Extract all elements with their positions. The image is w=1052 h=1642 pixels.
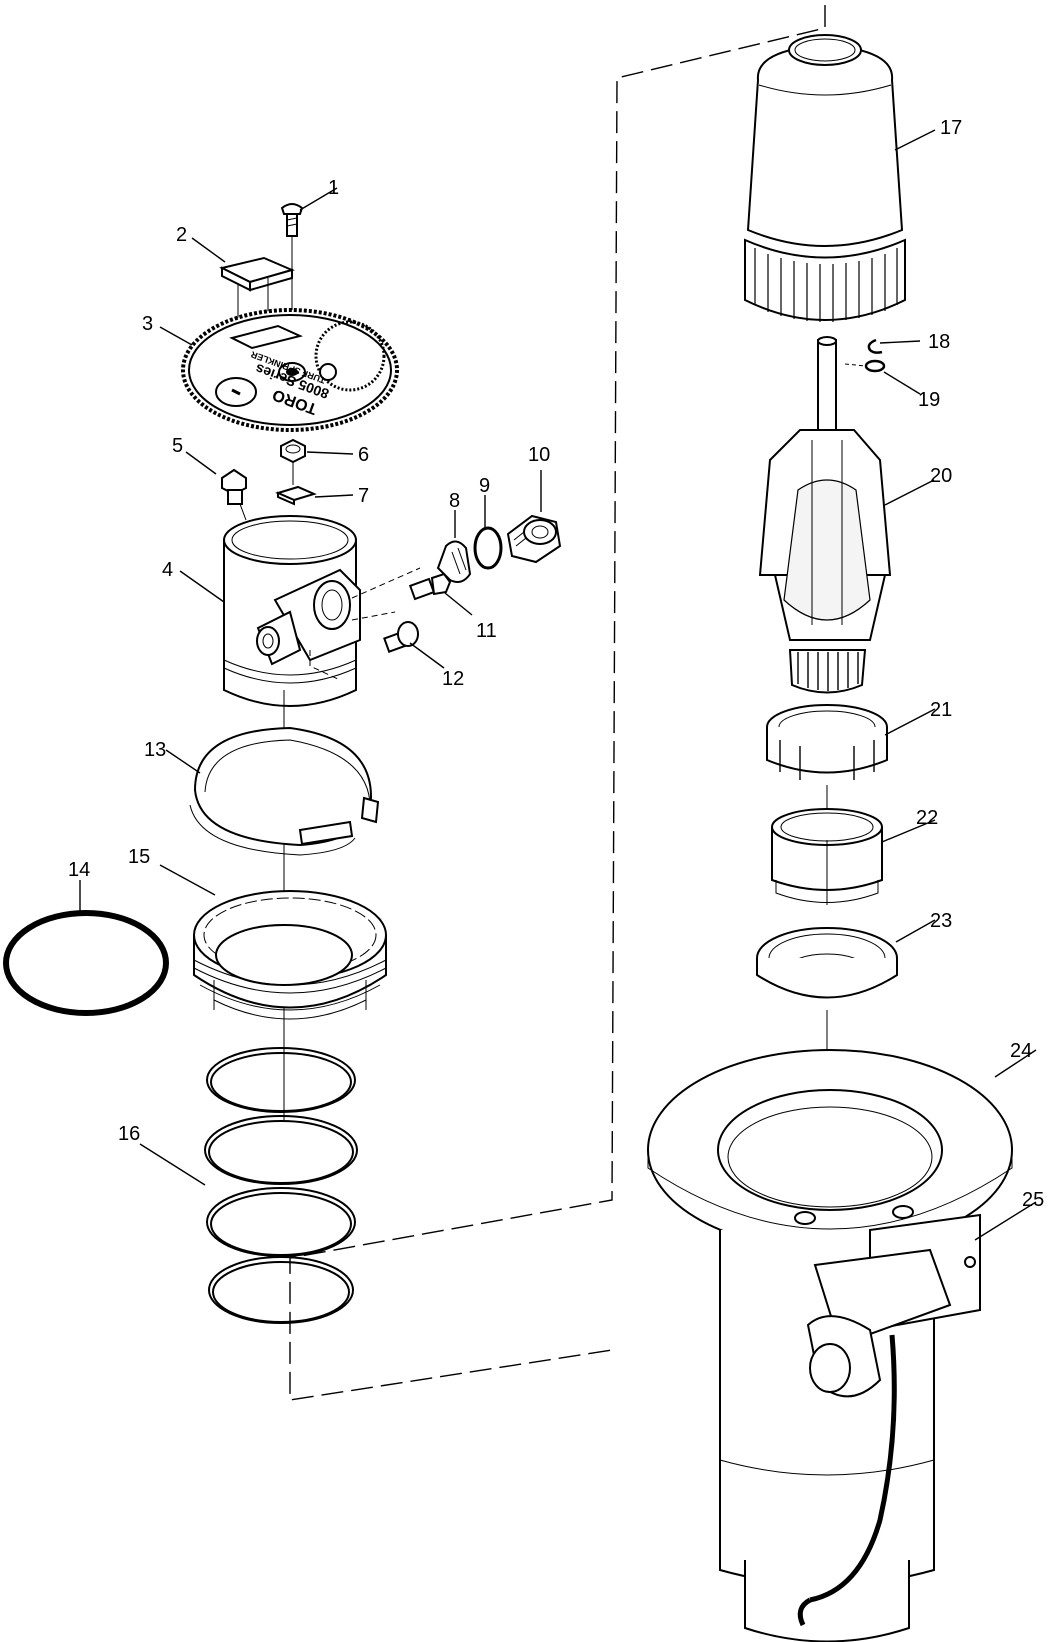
callout-10: 10 [528, 444, 550, 466]
part-18-retaining-clip [867, 338, 883, 354]
part-22-bearing-sleeve [771, 808, 883, 905]
callout-22: 22 [916, 807, 938, 829]
part-6-nut [280, 438, 306, 485]
callout-19: 19 [918, 389, 940, 411]
part-17-riser-housing [744, 34, 906, 322]
part-11-adjustment-screw [408, 572, 452, 601]
part-5-plug [221, 468, 247, 521]
callout-6: 6 [358, 444, 369, 466]
callout-14: 14 [68, 859, 90, 881]
part-25-case-body [719, 1213, 981, 1642]
part-13-snap-ring [189, 726, 380, 856]
part-23-wiper-seal [756, 927, 898, 999]
callout-16: 16 [118, 1123, 140, 1145]
part-4-body [223, 515, 421, 707]
callout-12: 12 [442, 668, 464, 690]
part-2-cover-plate [219, 256, 295, 340]
callout-25: 25 [1022, 1189, 1044, 1211]
part-16-spring [204, 1047, 358, 1324]
callout-17: 17 [940, 117, 962, 139]
part-3-arc-dial: TORO 8005 Series TURF SPRINKLER [181, 308, 399, 432]
callout-21: 21 [930, 699, 952, 721]
callout-5: 5 [172, 435, 183, 457]
callout-24: 24 [1010, 1040, 1032, 1062]
part-8-nozzle [436, 540, 472, 583]
callout-23: 23 [930, 910, 952, 932]
callout-2: 2 [176, 224, 187, 246]
callout-13: 13 [144, 739, 166, 761]
callout-4: 4 [162, 559, 173, 581]
callout-11: 11 [476, 620, 497, 642]
part-7-washer [275, 485, 317, 506]
part-12-screw [383, 621, 419, 653]
callout-7: 7 [358, 485, 369, 507]
callout-15: 15 [128, 846, 150, 868]
leader-lines [79, 129, 1037, 1241]
part-24-case-flange [647, 1049, 1013, 1251]
part-15-retainer [193, 890, 387, 1020]
callout-20: 20 [930, 465, 952, 487]
part-9-o-ring [473, 526, 503, 570]
part-14-large-o-ring [3, 910, 169, 1016]
part-1-screw [280, 203, 304, 360]
assembly-dashed-line [289, 5, 826, 1401]
part-19-small-o-ring [844, 359, 886, 373]
callout-9: 9 [479, 475, 490, 497]
callout-3: 3 [142, 313, 153, 335]
callout-8: 8 [449, 490, 460, 512]
callout-1: 1 [328, 177, 339, 199]
callout-labels: 1 2 3 4 5 6 7 8 9 10 11 12 13 14 15 16 1… [68, 117, 1044, 1211]
part-10-plug-cap [506, 514, 562, 564]
part-20-gear-drive [758, 336, 892, 694]
callout-18: 18 [928, 331, 950, 353]
part-21-ratchet-ring [766, 704, 888, 780]
